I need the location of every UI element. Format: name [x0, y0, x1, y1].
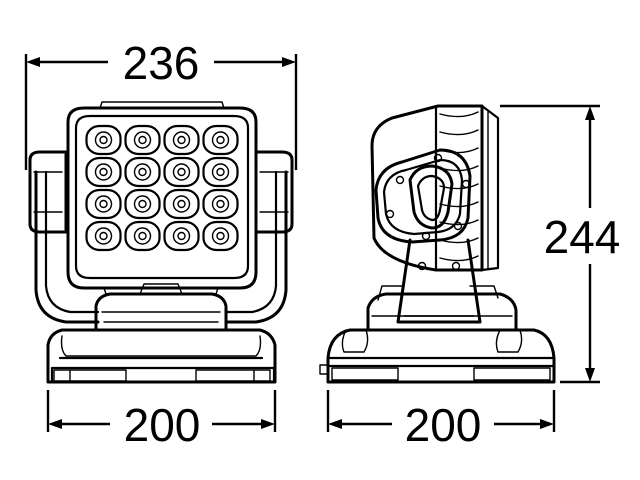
led-cell [124, 124, 161, 156]
led-cell [202, 124, 239, 156]
led-cell [85, 188, 122, 220]
front-base-width-label: 200 [124, 399, 201, 451]
led-cell [124, 220, 161, 252]
led-cell [202, 220, 239, 252]
led-cell [163, 124, 200, 156]
side-base-width-label: 200 [405, 399, 482, 451]
front-view [28, 101, 294, 384]
side-lamp-head [370, 104, 500, 272]
led-cell [124, 188, 161, 220]
front-turret [94, 283, 228, 332]
led-cell [202, 156, 239, 188]
led-array [85, 124, 239, 252]
led-cell [124, 156, 161, 188]
dimension-front-width: 236 [24, 37, 298, 170]
led-cell [163, 220, 200, 252]
led-cell [85, 220, 122, 252]
led-cell [163, 188, 200, 220]
led-cell [85, 124, 122, 156]
dimension-front-base-width: 200 [46, 390, 277, 451]
side-base [319, 328, 556, 384]
side-plate [374, 148, 472, 244]
side-view [319, 104, 556, 384]
front-yoke [28, 150, 294, 324]
led-cell [163, 156, 200, 188]
dimension-side-base-width: 200 [326, 390, 556, 451]
dimension-side-height: 244 [500, 104, 621, 384]
front-width-label: 236 [123, 37, 200, 89]
led-cell [85, 156, 122, 188]
side-column [396, 238, 482, 324]
front-base [46, 328, 277, 384]
front-lamp-housing [66, 101, 258, 295]
led-cell [202, 188, 239, 220]
side-height-label: 244 [544, 211, 621, 263]
